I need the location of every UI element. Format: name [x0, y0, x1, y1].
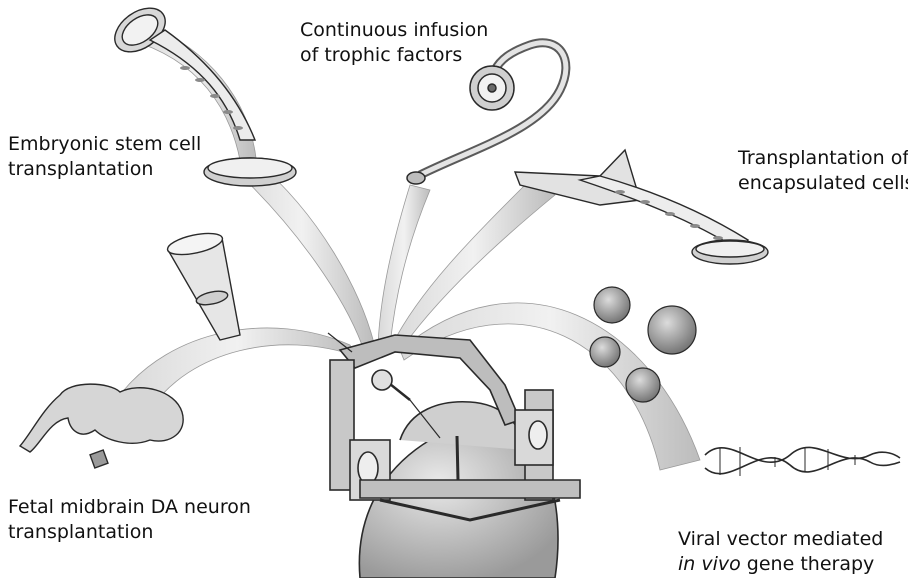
label-trophic-line1: Continuous infusion	[300, 18, 488, 43]
label-trophic: Continuous infusion of trophic factors	[300, 18, 488, 68]
label-embryonic-line1: Embryonic stem cell	[8, 132, 201, 157]
label-viral-line2: in vivo gene therapy	[678, 552, 883, 577]
label-embryonic-line2: transplantation	[8, 157, 201, 182]
label-fetal-line1: Fetal midbrain DA neuron	[8, 495, 251, 520]
virus-icon	[648, 306, 696, 354]
label-trophic-line2: of trophic factors	[300, 43, 488, 68]
cell-strip-icon	[150, 30, 255, 140]
label-viral-line1: Viral vector mediated	[678, 527, 883, 552]
encapsulated-group	[515, 150, 768, 264]
dna-helix-icon	[705, 447, 900, 476]
brain-icon	[20, 384, 183, 452]
virus-icon	[590, 337, 620, 367]
beam-embryonic	[230, 160, 374, 345]
label-viral-rest: gene therapy	[741, 553, 875, 575]
test-tube-icon	[166, 229, 240, 340]
label-encapsulated-line1: Transplantation of	[738, 146, 908, 171]
stereotactic-frame-icon	[328, 333, 580, 578]
label-fetal-line2: transplantation	[8, 520, 251, 545]
label-fetal: Fetal midbrain DA neuron transplantation	[8, 495, 251, 545]
label-encapsulated: Transplantation of encapsulated cells	[738, 146, 908, 196]
virus-icon	[594, 287, 630, 323]
infusion-pump-icon	[470, 66, 514, 110]
label-viral: Viral vector mediated in vivo gene thera…	[678, 527, 883, 577]
virus-icon	[626, 368, 660, 402]
label-encapsulated-line2: encapsulated cells	[738, 171, 908, 196]
viral-group	[590, 287, 900, 476]
label-embryonic: Embryonic stem cell transplantation	[8, 132, 201, 182]
label-viral-italic: in vivo	[678, 553, 741, 575]
